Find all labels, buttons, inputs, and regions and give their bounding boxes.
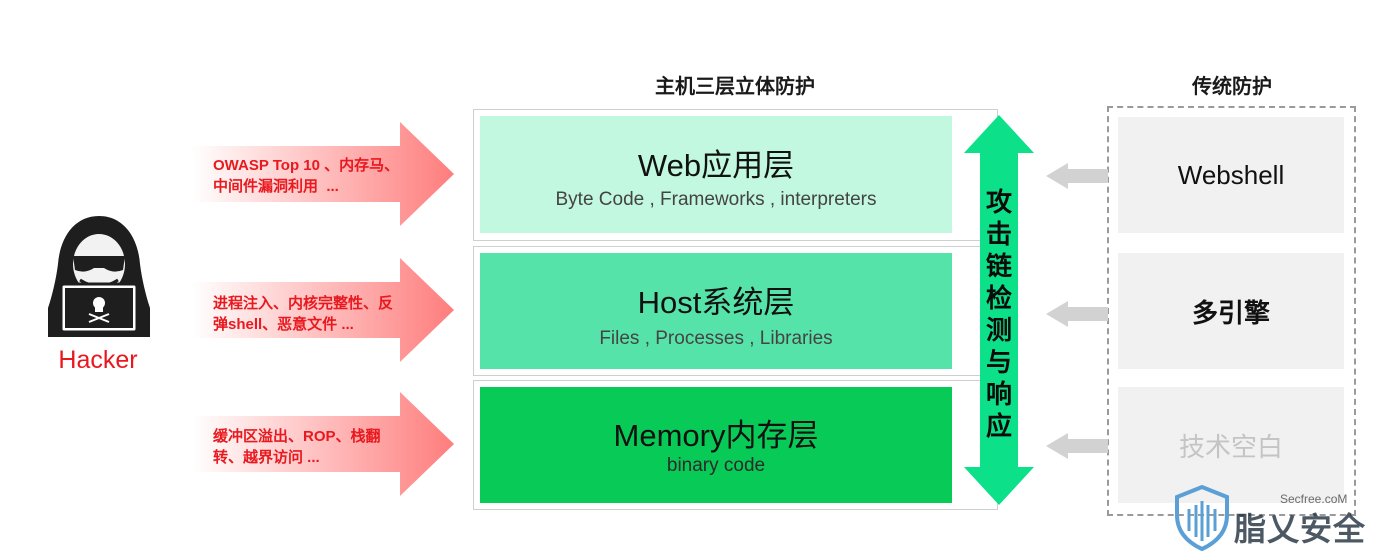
host-protection-title: 主机三层立体防护 (655, 76, 815, 98)
host-layer-title: Host系统层 (637, 285, 795, 320)
web-layer-subtitle: Byte Code , Frameworks , interpreters (555, 189, 877, 210)
memory-layer-title: Memory内存层 (613, 418, 819, 453)
attack-arrow-memory (192, 392, 454, 496)
traditional-item-multi-engine: 多引擎 (1118, 253, 1344, 369)
attack-arrow-host (192, 258, 454, 362)
skull-icon (88, 297, 110, 323)
detection-label: 攻击链检测与响应 (985, 187, 1012, 441)
shield-logo-icon (1175, 485, 1229, 551)
hacker-label: Hacker (58, 346, 138, 374)
attack-text-host: 进程注入、内核完整性、反弹shell、恶意文件 ... (213, 295, 394, 333)
gray-arrow-left-1 (1046, 163, 1108, 189)
web-layer (480, 116, 952, 233)
detection-double-arrow (964, 115, 1034, 505)
gray-arrow-left-3 (1046, 433, 1108, 459)
watermark-brand: 脂乂安全 (1234, 511, 1367, 547)
memory-layer (480, 387, 952, 503)
attack-arrow-web (192, 122, 454, 226)
attack-text-memory: 缓冲区溢出、ROP、栈翻转、越界访问 ... (213, 428, 381, 466)
traditional-item-tech-gap: 技术空白 (1118, 387, 1344, 503)
gray-arrow-left-2 (1046, 301, 1108, 327)
traditional-title: 传统防护 (1192, 76, 1272, 98)
web-layer-title: Web应用层 (637, 148, 795, 183)
watermark-domain: Secfree.coM (1280, 492, 1348, 506)
traditional-dashed-box (1107, 106, 1356, 516)
attack-text-web: OWASP Top 10 、内存马、中间件漏洞利用 ... (213, 157, 400, 195)
hacker-icon (48, 216, 150, 337)
traditional-item-webshell: Webshell (1118, 117, 1344, 233)
host-layer (480, 253, 952, 369)
memory-layer-subtitle: binary code (666, 455, 766, 476)
host-layer-subtitle: Files , Processes , Libraries (599, 328, 833, 349)
